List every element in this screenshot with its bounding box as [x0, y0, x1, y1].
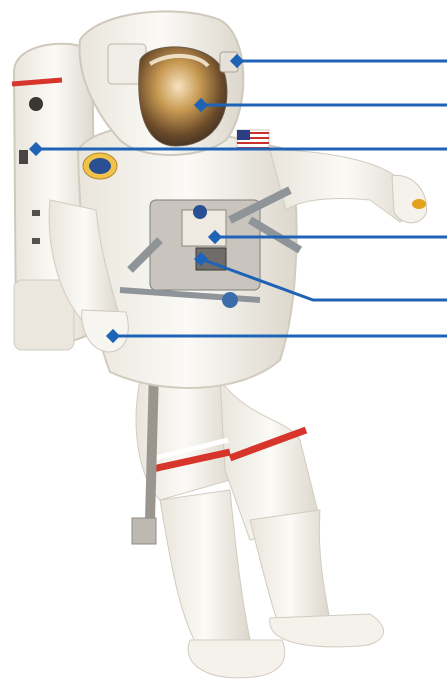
legs-shape [136, 380, 383, 678]
callout-helmet-lights [230, 54, 447, 68]
